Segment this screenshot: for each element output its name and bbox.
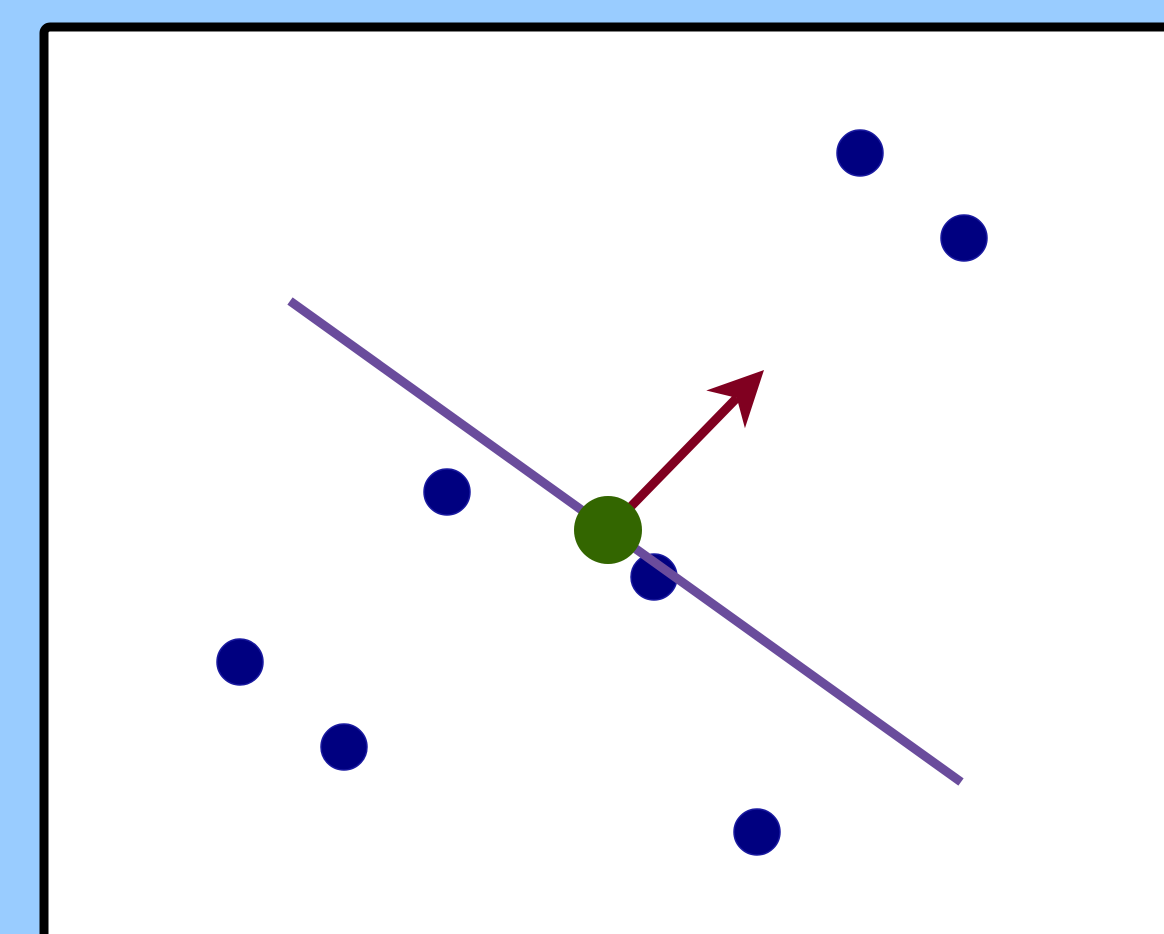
centroid-point [574,496,642,564]
data-point-p5 [216,638,264,686]
plot-frame [39,22,1164,934]
data-point-p1 [836,129,884,177]
data-point-p3 [423,468,471,516]
data-point-p6 [320,723,368,771]
data-point-p2 [940,214,988,262]
data-point-p7 [733,808,781,856]
arrow-head [706,370,764,429]
